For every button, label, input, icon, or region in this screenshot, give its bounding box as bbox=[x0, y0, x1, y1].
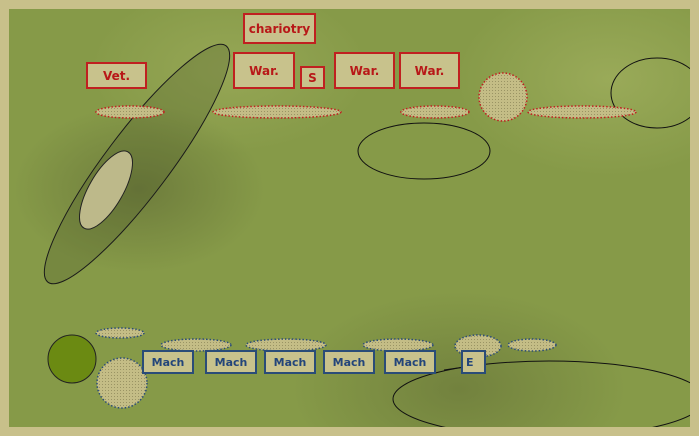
blue-deploy-marker-1[interactable] bbox=[95, 327, 145, 339]
open-terrain-right[interactable] bbox=[610, 57, 699, 129]
blue-deploy-marker-3[interactable] bbox=[245, 338, 327, 352]
red-deploy-marker-3[interactable] bbox=[400, 105, 470, 119]
mach-unit-1[interactable]: Mach bbox=[142, 350, 194, 374]
warrior-unit-1[interactable]: War. bbox=[233, 52, 295, 89]
green-camp-marker[interactable] bbox=[47, 334, 97, 384]
hill-crest[interactable] bbox=[69, 143, 142, 236]
red-deploy-marker-1[interactable] bbox=[95, 105, 165, 119]
e-unit[interactable]: E bbox=[461, 350, 486, 374]
skirmisher-unit[interactable]: S bbox=[300, 66, 325, 89]
red-deploy-marker-4[interactable] bbox=[527, 105, 637, 119]
terrain-layer bbox=[43, 43, 699, 436]
warrior-unit-2[interactable]: War. bbox=[334, 52, 395, 89]
blue-deploy-marker-2[interactable] bbox=[160, 338, 232, 352]
red-deploy-marker-2[interactable] bbox=[212, 105, 342, 119]
open-terrain-bottom[interactable] bbox=[392, 360, 699, 436]
open-terrain-center[interactable] bbox=[357, 122, 491, 180]
chariotry-unit[interactable]: chariotry bbox=[243, 13, 316, 44]
blue-deploy-circle[interactable] bbox=[96, 357, 148, 409]
warrior-unit-3[interactable]: War. bbox=[399, 52, 460, 89]
blue-deploy-marker-6[interactable] bbox=[507, 338, 557, 352]
red-deploy-circle[interactable] bbox=[478, 72, 528, 122]
mach-unit-5[interactable]: Mach bbox=[384, 350, 436, 374]
mach-unit-4[interactable]: Mach bbox=[323, 350, 375, 374]
veteran-unit[interactable]: Vet. bbox=[86, 62, 147, 89]
mach-unit-3[interactable]: Mach bbox=[264, 350, 316, 374]
mach-unit-2[interactable]: Mach bbox=[205, 350, 257, 374]
